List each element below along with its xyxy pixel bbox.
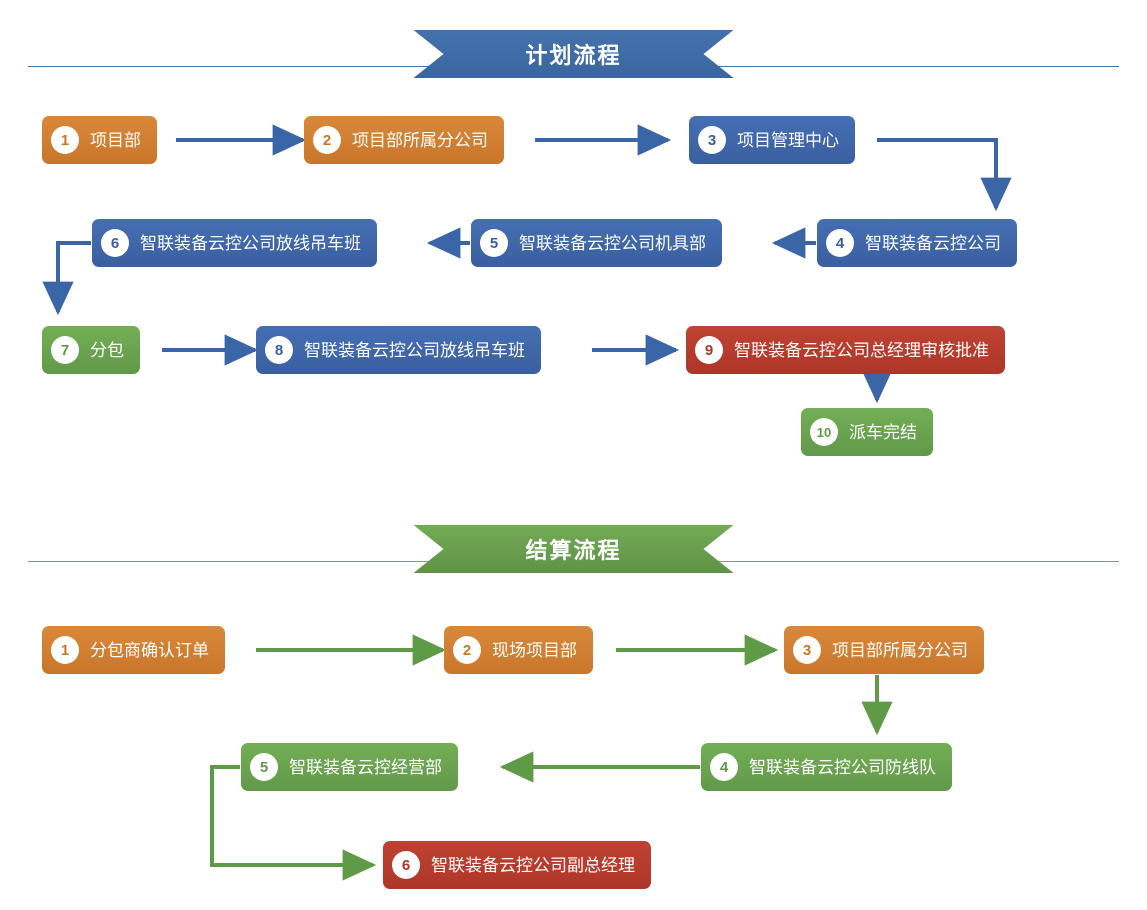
section-title-plan: 计划流程 xyxy=(525,43,622,68)
node-label: 智联装备云控经营部 xyxy=(289,757,442,777)
node-label: 项目部所属分公司 xyxy=(832,640,968,660)
node-label: 现场项目部 xyxy=(492,640,577,660)
node-label: 智联装备云控公司总经理审核批准 xyxy=(734,340,989,360)
node-number: 1 xyxy=(51,636,79,664)
node-plan-10[interactable]: 10 派车完结 xyxy=(801,408,933,456)
node-number: 4 xyxy=(826,229,854,257)
node-plan-4[interactable]: 4 智联装备云控公司 xyxy=(817,219,1017,267)
node-number: 4 xyxy=(710,753,738,781)
node-plan-6[interactable]: 6 智联装备云控公司放线吊车班 xyxy=(92,219,377,267)
node-label: 智联装备云控公司放线吊车班 xyxy=(304,340,525,360)
node-label: 派车完结 xyxy=(849,422,917,442)
connector-layer-plan xyxy=(42,124,1012,404)
banner-settlement: 结算流程 xyxy=(413,525,734,573)
node-label: 智联装备云控公司副总经理 xyxy=(431,855,635,875)
node-label: 智联装备云控公司 xyxy=(865,233,1001,253)
node-settlement-4[interactable]: 4 智联装备云控公司防线队 xyxy=(701,743,952,791)
node-plan-9[interactable]: 9 智联装备云控公司总经理审核批准 xyxy=(686,326,1005,374)
section-header-settlement: 结算流程 xyxy=(0,525,1147,585)
node-number: 6 xyxy=(101,229,129,257)
node-number: 9 xyxy=(695,336,723,364)
node-settlement-5[interactable]: 5 智联装备云控经营部 xyxy=(241,743,458,791)
arrow-6-to-7 xyxy=(42,241,91,316)
node-plan-2[interactable]: 2 项目部所属分公司 xyxy=(304,116,504,164)
node-number: 6 xyxy=(392,851,420,879)
node-settlement-2[interactable]: 2 现场项目部 xyxy=(444,626,593,674)
node-label: 项目部所属分公司 xyxy=(352,130,488,150)
section-header-plan: 计划流程 xyxy=(0,30,1147,90)
node-plan-3[interactable]: 3 项目管理中心 xyxy=(689,116,855,164)
node-plan-5[interactable]: 5 智联装备云控公司机具部 xyxy=(471,219,722,267)
node-number: 3 xyxy=(793,636,821,664)
node-settlement-3[interactable]: 3 项目部所属分公司 xyxy=(784,626,984,674)
section-title-settlement: 结算流程 xyxy=(525,538,622,563)
node-plan-1[interactable]: 1 项目部 xyxy=(42,116,157,164)
node-number: 2 xyxy=(453,636,481,664)
node-settlement-6[interactable]: 6 智联装备云控公司副总经理 xyxy=(383,841,651,889)
node-plan-7[interactable]: 7 分包 xyxy=(42,326,140,374)
connector-layer-settlement xyxy=(0,580,1147,910)
node-plan-8[interactable]: 8 智联装备云控公司放线吊车班 xyxy=(256,326,541,374)
node-number: 5 xyxy=(480,229,508,257)
node-number: 10 xyxy=(810,418,838,446)
node-number: 2 xyxy=(313,126,341,154)
node-label: 智联装备云控公司放线吊车班 xyxy=(140,233,361,253)
arrow-s5-to-s6 xyxy=(210,765,377,881)
node-number: 8 xyxy=(265,336,293,364)
node-label: 智联装备云控公司机具部 xyxy=(519,233,706,253)
node-number: 7 xyxy=(51,336,79,364)
node-number: 1 xyxy=(51,126,79,154)
banner-plan: 计划流程 xyxy=(413,30,734,78)
node-label: 分包 xyxy=(90,340,124,360)
arrow-3-to-4 xyxy=(877,138,1012,212)
node-label: 智联装备云控公司防线队 xyxy=(749,757,936,777)
node-label: 项目管理中心 xyxy=(737,130,839,150)
node-number: 5 xyxy=(250,753,278,781)
node-number: 3 xyxy=(698,126,726,154)
node-label: 分包商确认订单 xyxy=(90,640,209,660)
node-settlement-1[interactable]: 1 分包商确认订单 xyxy=(42,626,225,674)
node-label: 项目部 xyxy=(90,130,141,150)
